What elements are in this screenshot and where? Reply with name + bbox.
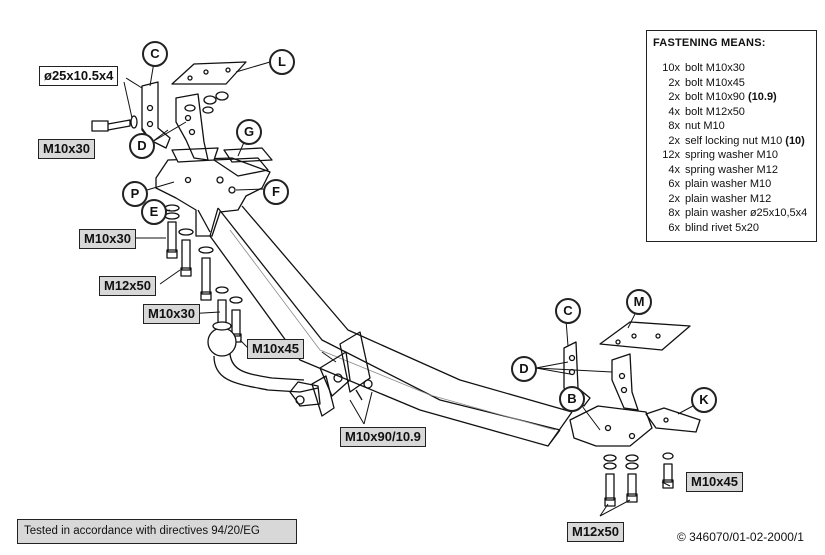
fastening-desc: bolt M10x90 (10.9) [685,90,777,105]
fastening-item: 2x bolt M10x45 [653,76,812,91]
fastening-desc-text: bolt M10x30 [685,62,745,74]
fastening-item: 8x plain washer ø25x10,5x4 [653,206,812,221]
fastening-means-list: 10x bolt M10x30 2x bolt M10x45 2x bolt M10x90… [653,61,812,235]
bolt-label-m10x45-left: M10x45 [247,339,304,359]
bolt-label-m12x50-right: M12x50 [567,522,624,542]
fastening-desc: blind rivet 5x20 [685,221,759,236]
callout-c-left: C [142,41,168,67]
fastening-desc: bolt M12x50 [685,105,745,120]
fastening-desc-text: bolt M12x50 [685,105,745,118]
fastening-qty: 4x [668,163,680,176]
fastening-item: 4x bolt M12x50 [653,105,812,120]
copyright-code: © 346070/01-02-2000/1 [677,530,804,544]
fastening-qty: 10x [662,62,680,74]
bolt-label-m10x30-lower: M10x30 [143,304,200,324]
bolt-label-m10x30-side: M10x30 [38,139,95,159]
fastening-qty: 2x [668,91,680,103]
callout-c-right: C [555,298,581,324]
callout-d-left: D [129,133,155,159]
fastening-desc: spring washer M12 [685,163,778,178]
fastening-qty: 8x [668,207,680,219]
fastening-item: 10x bolt M10x30 [653,61,812,76]
fastening-desc-text: plain washer ø25x10,5x4 [685,207,808,219]
fastening-desc-text: spring washer M12 [685,163,778,176]
top-plate-left [171,61,247,85]
leader-lines [123,61,705,517]
fastening-qty: 2x [668,134,680,147]
fastening-desc: plain washer M12 [685,192,771,207]
bolt-label-m12x50-left: M12x50 [99,276,156,296]
fastening-qty: 6x [668,178,680,190]
fastening-desc: spring washer M10 [685,148,778,163]
left-side-bolt [91,115,138,132]
fastening-desc: bolt M10x45 [685,76,745,91]
fastening-means-box: FASTENING MEANS: 10x bolt M10x30 2x bolt M1… [646,30,817,242]
callout-m: M [626,289,652,315]
bolt-label-m10x45-right: M10x45 [686,472,743,492]
crossbar-tube [209,205,573,447]
fastening-desc-text: nut M10 [685,120,725,132]
fastening-means-title: FASTENING MEANS: [653,37,766,49]
fastening-qty: 4x [668,105,680,118]
fastening-item: 12x spring washer M10 [653,148,812,163]
fastening-item: 2x self locking nut M10 (10) [653,134,812,149]
fastening-desc: plain washer M10 [685,177,771,192]
top-plate-right [599,321,691,351]
callout-d-right: D [511,356,537,382]
fastening-qty: 6x [668,221,680,234]
tested-directive-note: Tested in accordance with directives 94/… [17,519,297,544]
bolt-label-m10x90: M10x90/10.9 [340,427,426,447]
top-nuts [184,91,229,114]
fastening-item: 8x nut M10 [653,119,812,134]
fastening-desc-text: blind rivet 5x20 [685,221,759,234]
fastening-item: 2x bolt M10x90 (10.9) [653,90,812,105]
fastening-desc: bolt M10x30 [685,61,745,76]
fastening-grade: (10) [785,134,805,147]
bolt-label-m10x30-upper: M10x30 [79,229,136,249]
callout-p: P [122,181,148,207]
callout-f: F [263,179,289,205]
tow-ball-neck [207,321,321,407]
fastening-qty: 12x [662,149,680,161]
callout-b: B [559,386,585,412]
fastening-desc-text: plain washer M12 [685,192,772,205]
left-upper-bracket [141,81,209,161]
fastening-desc-text: self locking nut M10 [685,134,786,147]
fastening-qty: 8x [668,120,680,132]
fastening-grade: (10.9) [747,91,777,103]
right-bracket [563,341,701,447]
fastening-desc: plain washer ø25x10,5x4 [685,206,807,221]
fastening-item: 6x plain washer M10 [653,177,812,192]
fastening-desc-text: spring washer M10 [685,149,778,161]
callout-g: G [236,119,262,145]
fastening-item: 4x spring washer M12 [653,163,812,178]
fastening-desc: nut M10 [685,119,725,134]
fastening-desc-text: bolt M10x90 [685,91,748,103]
fastening-desc: self locking nut M10 (10) [685,134,805,149]
fastening-item: 2x plain washer M12 [653,192,812,207]
washer-dimension-label: ø25x10.5x4 [39,66,119,86]
callout-e: E [141,199,167,225]
fastening-qty: 2x [668,192,680,205]
fastening-qty: 2x [668,76,680,89]
callout-l: L [269,49,295,75]
fastening-item: 6x blind rivet 5x20 [653,221,812,236]
right-bolt-stack [603,452,674,507]
callout-k: K [691,387,717,413]
fastening-desc-text: bolt M10x45 [685,76,745,89]
left-bolt-stack [164,204,243,343]
neck-mount-plates [311,331,373,417]
fastening-desc-text: plain washer M10 [685,178,772,190]
